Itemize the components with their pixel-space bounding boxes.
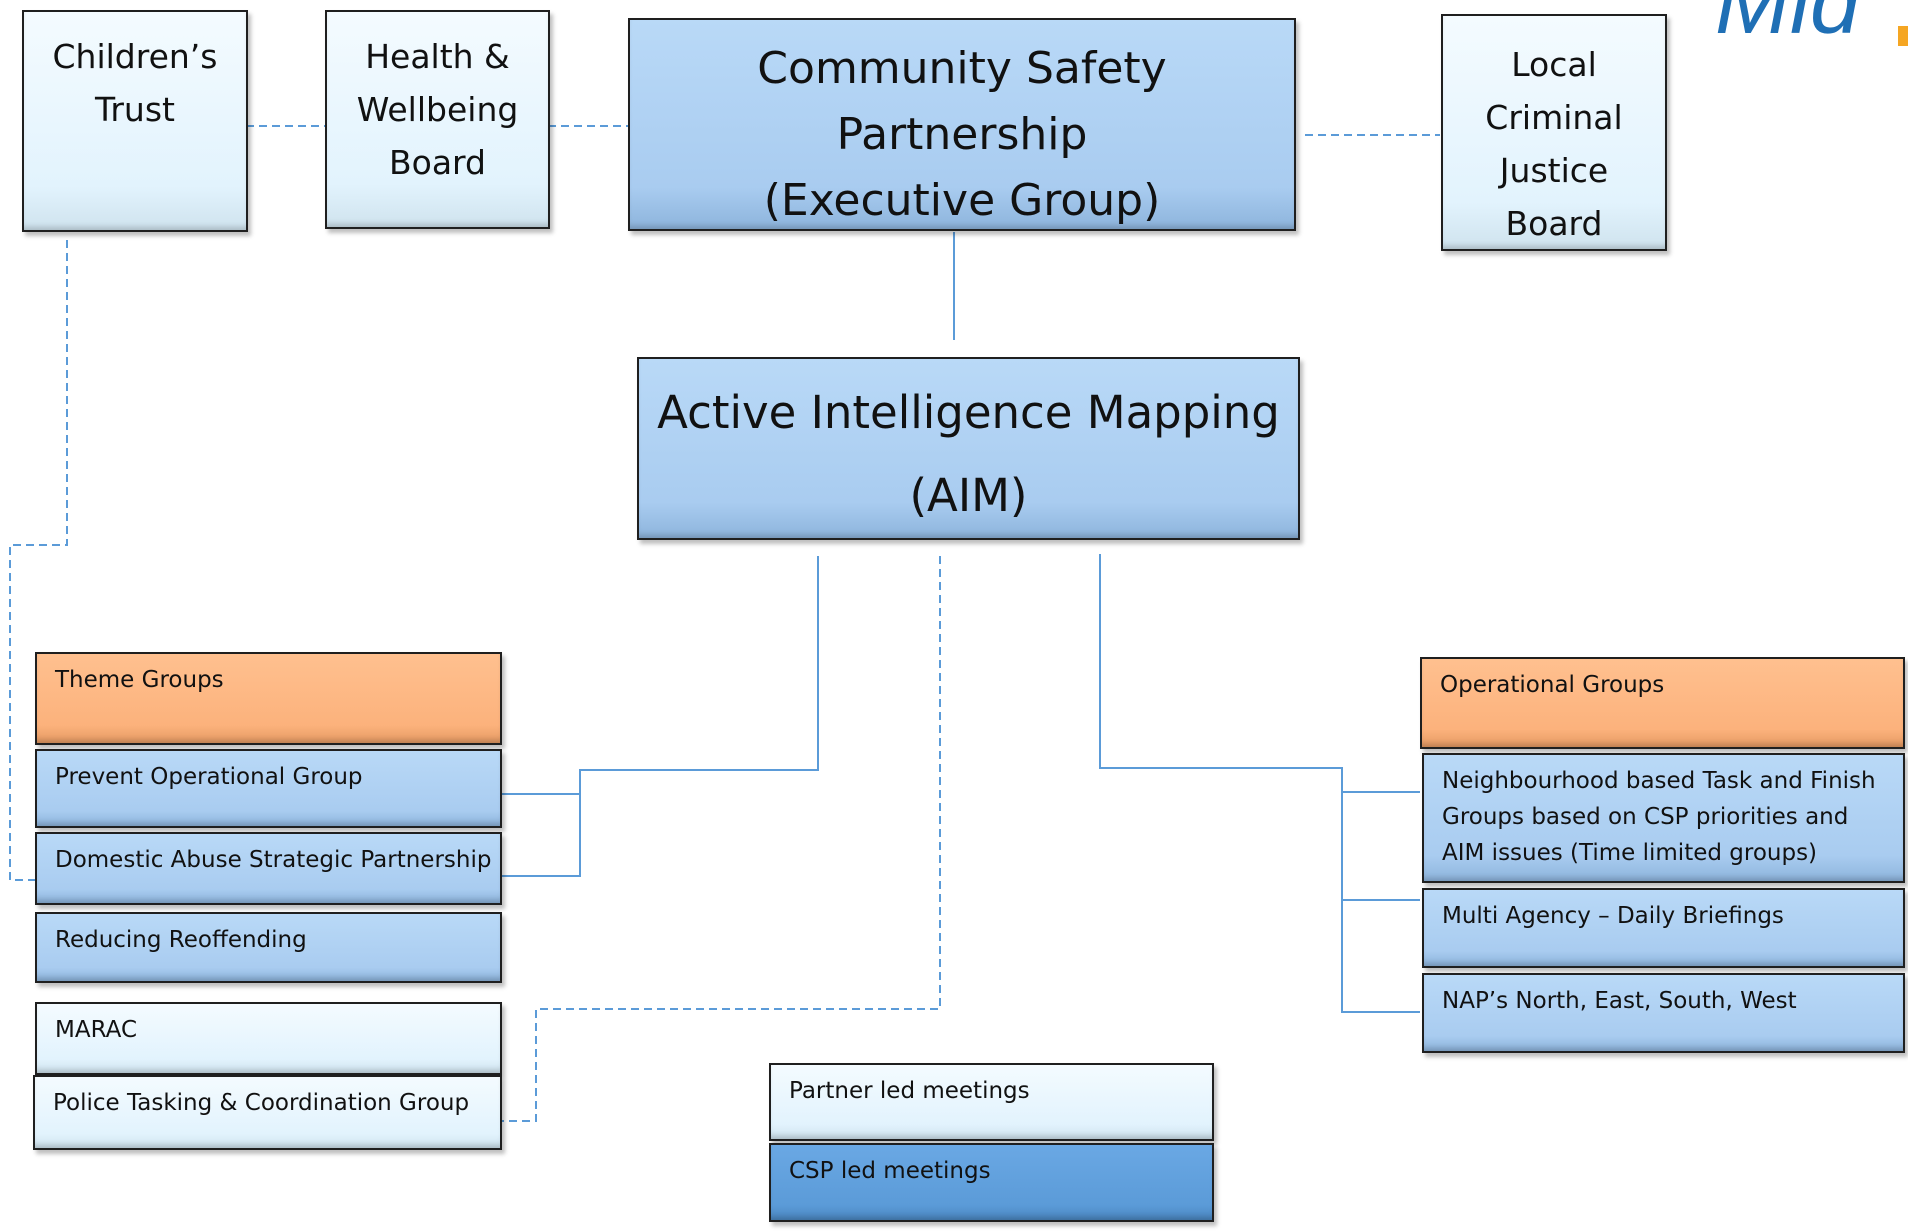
link-aim-operational [1099,554,1420,1013]
link-aim-police [502,556,941,1122]
csp-subtitle: (Executive Group) [763,175,1161,226]
theme-item-label: Reducing Reoffending [55,927,307,953]
theme-item-dasp: Domestic Abuse Strategic Partnership [35,832,502,905]
aim-subtitle: (AIM) [909,469,1028,522]
operational-groups-header: Operational Groups [1420,657,1905,749]
health-wellbeing-box: Health & Wellbeing Board [325,10,550,229]
operational-item-label: Multi Agency – Daily Briefings [1442,903,1784,929]
aim-box: Active Intelligence Mapping (AIM) [637,357,1300,540]
theme-item-label: Domestic Abuse Strategic Partnership [55,847,492,873]
marac-box: MARAC [35,1002,502,1075]
local-cjb-box: Local Criminal Justice Board [1441,14,1667,251]
theme-item-prevent: Prevent Operational Group [35,749,502,828]
legend-csp-label: CSP led meetings [789,1158,991,1184]
csp-title: Community Safety Partnership [757,43,1167,160]
operational-item-label: Neighbourhood based Task and Finish Grou… [1442,768,1876,866]
childrens-trust-box: Children’s Trust [22,10,248,232]
theme-groups-label: Theme Groups [55,667,224,693]
link-childrens-dasp [9,240,68,881]
operational-item-briefings: Multi Agency – Daily Briefings [1422,888,1905,968]
aim-title: Active Intelligence Mapping [657,386,1280,439]
operational-item-naps: NAP’s North, East, South, West [1422,973,1905,1053]
marac-label: MARAC [55,1017,138,1043]
legend-partner-label: Partner led meetings [789,1078,1030,1104]
link-aim-theme [502,556,819,877]
operational-item-label: NAP’s North, East, South, West [1442,988,1797,1014]
theme-item-label: Prevent Operational Group [55,764,363,790]
police-tasking-label: Police Tasking & Coordination Group [53,1090,470,1116]
health-wellbeing-label: Health & Wellbeing Board [356,37,519,182]
legend-partner-led: Partner led meetings [769,1063,1214,1141]
legend-csp-led: CSP led meetings [769,1143,1214,1222]
theme-item-reoffending: Reducing Reoffending [35,912,502,983]
logo-mark [1898,26,1908,46]
csp-executive-box: Community Safety Partnership (Executive … [628,18,1296,231]
operational-item-neighbourhood: Neighbourhood based Task and Finish Grou… [1422,753,1905,883]
local-cjb-label: Local Criminal Justice Board [1485,45,1623,243]
logo: Mid [1715,0,1861,53]
childrens-trust-label: Children’s Trust [52,37,218,129]
operational-groups-label: Operational Groups [1440,672,1665,698]
police-tasking-box: Police Tasking & Coordination Group [33,1075,502,1150]
theme-groups-header: Theme Groups [35,652,502,745]
